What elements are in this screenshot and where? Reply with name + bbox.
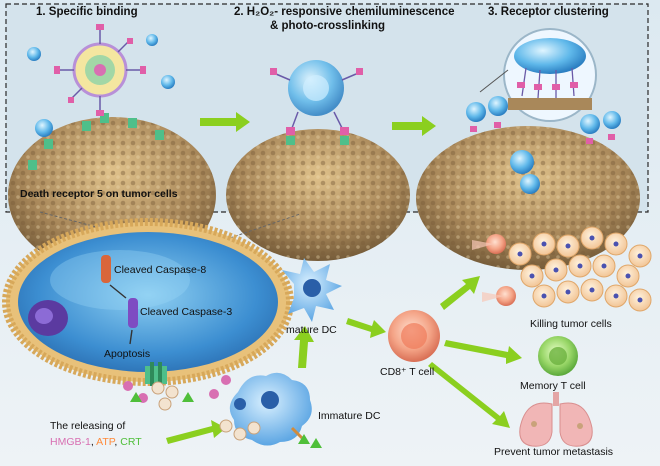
mature-dc-label: mature DC <box>286 324 337 336</box>
memory-t-cell <box>538 336 578 376</box>
caspase-8-label: Cleaved Caspase-8 <box>114 264 207 276</box>
attacking-t-cells <box>472 234 516 306</box>
membrane-receptor <box>145 362 167 386</box>
lungs-icon <box>519 392 593 447</box>
damps <box>123 381 194 411</box>
cd8-t-cell <box>388 310 440 362</box>
nanoparticle-2 <box>270 60 363 145</box>
step-2-title-line2: & photo-crosslinking <box>270 20 385 32</box>
killing-tumor-cells-label: Killing tumor cells <box>530 318 612 330</box>
immature-dc <box>209 372 322 448</box>
nanoparticle-1 <box>54 24 146 116</box>
cd8-t-cell-label: CD8⁺ T cell <box>380 366 435 378</box>
caspase-3-label: Cleaved Caspase-3 <box>140 306 233 318</box>
top-arrows <box>200 112 436 136</box>
clustering-zoom <box>479 28 597 122</box>
arrow-to-mature-dc <box>294 326 314 368</box>
step-3-title: 3. Receptor clustering <box>488 6 609 18</box>
crt-label: CRT <box>120 436 142 448</box>
immature-dc-label: Immature DC <box>318 410 381 422</box>
ligand-spheres-1 <box>27 34 175 137</box>
tumor-surface-2 <box>226 129 410 261</box>
separator-1: , <box>90 436 97 448</box>
memory-t-cell-label: Memory T cell <box>520 380 586 392</box>
step-1-title: 1. Specific binding <box>36 6 138 18</box>
separator-2: , <box>114 436 121 448</box>
death-receptors-1 <box>28 113 164 170</box>
step-2-title-line1: 2. H₂O₂- responsive chemiluminescence <box>234 6 455 18</box>
hmgb1-label: HMGB-1 <box>50 436 91 448</box>
mature-dc <box>282 258 342 322</box>
arrow-to-cd8 <box>346 318 386 338</box>
arrow-to-immature-dc <box>166 420 226 444</box>
apoptosis-label: Apoptosis <box>104 348 151 360</box>
clustered-receptors <box>466 96 621 194</box>
tumor-cell-membrane <box>2 218 294 386</box>
damp-list: HMGB-1, ATP, CRT <box>50 436 142 448</box>
caspase-3-icon <box>128 298 138 328</box>
cd8-output-arrows <box>428 276 522 428</box>
caspase-8-icon <box>101 255 111 283</box>
atp-label: ATP <box>96 436 115 448</box>
releasing-label: The releasing of <box>50 420 126 432</box>
prevent-metastasis-label: Prevent tumor metastasis <box>494 446 614 458</box>
tumor-cell-cluster <box>508 226 652 312</box>
death-receptor-label: Death receptor 5 on tumor cells <box>20 188 178 200</box>
